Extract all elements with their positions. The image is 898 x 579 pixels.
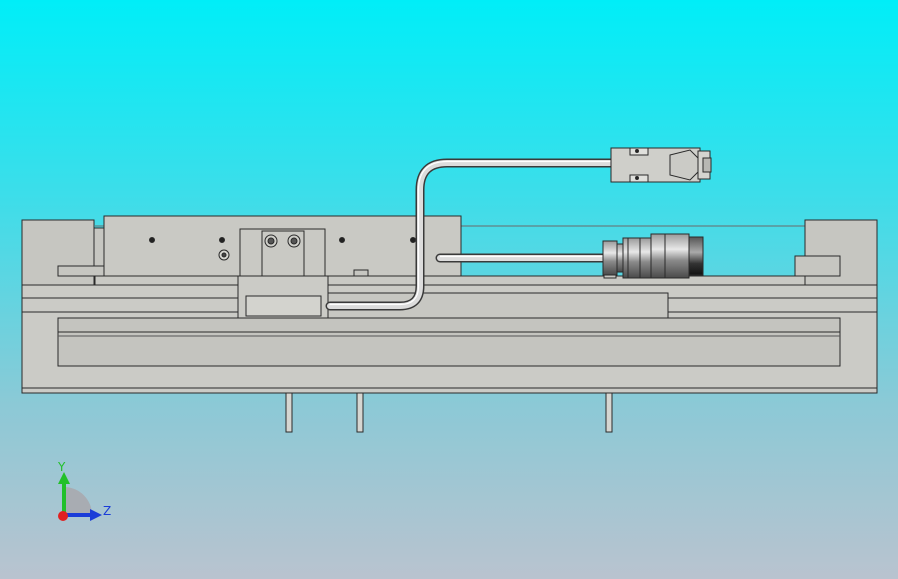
motor-cable xyxy=(435,253,610,263)
screw-hole xyxy=(149,237,155,243)
sensor-cable xyxy=(325,158,617,311)
linear-actuator-model xyxy=(21,215,878,433)
y-axis-label: Y xyxy=(57,460,66,474)
sensor-connector xyxy=(610,147,712,183)
triad-quadrant xyxy=(64,487,92,515)
screw-hole xyxy=(410,237,416,243)
top-plate xyxy=(94,275,806,286)
carriage-rail xyxy=(57,317,841,367)
support-leg xyxy=(356,392,364,433)
motor-connector xyxy=(602,233,704,279)
support-leg xyxy=(605,392,613,433)
coordinate-triad: Y Z xyxy=(57,460,111,521)
support-leg xyxy=(285,392,293,433)
origin-marker xyxy=(58,511,68,521)
z-axis-label: Z xyxy=(103,504,111,518)
screw-hole xyxy=(219,237,225,243)
screw-hole xyxy=(339,237,345,243)
